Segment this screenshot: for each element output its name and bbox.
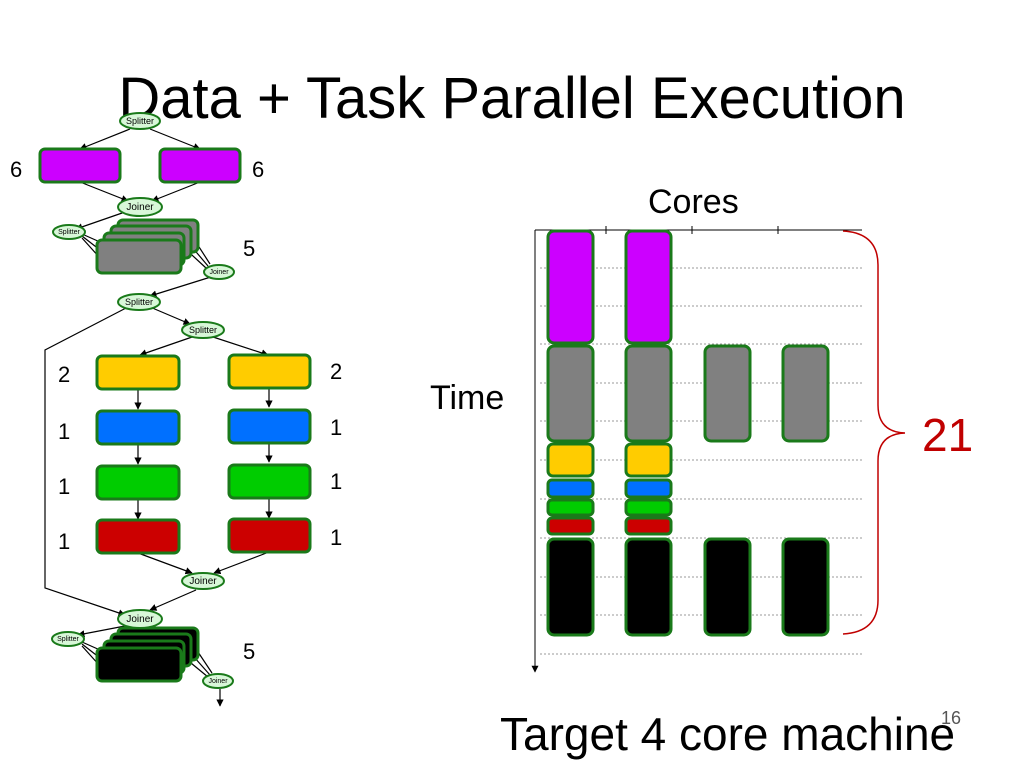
- page-number: 16: [941, 708, 962, 728]
- slot-core3-black: [703, 537, 752, 637]
- filter-green-left: [95, 464, 181, 501]
- svg-text:Splitter: Splitter: [58, 229, 80, 236]
- joiner-node-1: Joiner: [117, 197, 163, 217]
- weight-yellow-right: 2: [330, 359, 343, 384]
- splitter-node-black: Splitter: [51, 631, 85, 647]
- svg-text:Splitter: Splitter: [189, 325, 217, 335]
- slot-core1-black: [546, 537, 595, 637]
- weight-blue-left: 1: [58, 419, 71, 444]
- time-axis-label: Time: [430, 379, 505, 417]
- slot-core3-gray: [703, 344, 752, 443]
- slot-core2-yellow: [624, 442, 673, 478]
- weight-green-right: 1: [330, 469, 343, 494]
- slot-core1-purple: [546, 229, 595, 345]
- svg-text:Joiner: Joiner: [126, 202, 154, 213]
- weight-purple-left: 6: [10, 157, 23, 182]
- weight-yellow-left: 2: [58, 362, 71, 387]
- filter-yellow-left: [95, 354, 181, 391]
- filter-blue-left: [95, 409, 181, 446]
- svg-text:Joiner: Joiner: [189, 576, 217, 587]
- filter-blue-right: [227, 408, 312, 445]
- weight-red-right: 1: [330, 525, 343, 550]
- slot-core2-green: [624, 498, 673, 517]
- slot-core1-green: [546, 498, 595, 517]
- slot-core1-red: [546, 516, 595, 536]
- splitter-node-top: Splitter: [119, 112, 161, 130]
- total-time-brace: [842, 230, 906, 635]
- slot-core2-blue: [624, 478, 673, 499]
- slide-title: Data + Task Parallel Execution: [118, 66, 906, 131]
- filter-green-right: [227, 463, 312, 500]
- svg-text:Joiner: Joiner: [208, 678, 228, 685]
- slot-core1-blue: [546, 478, 595, 499]
- weight-blue-right: 1: [330, 415, 343, 440]
- slot-core2-gray: [624, 344, 673, 443]
- weight-purple-right: 6: [252, 157, 265, 182]
- weight-red-left: 1: [58, 529, 71, 554]
- slot-core2-red: [624, 516, 673, 536]
- splitter-node-2: Splitter: [117, 293, 161, 311]
- splitter-node-gray: Splitter: [52, 224, 86, 240]
- filter-red-left: [95, 518, 181, 555]
- filter-yellow-right: [227, 353, 312, 390]
- filter-purple-left: [38, 147, 122, 184]
- cores-axis-label: Cores: [648, 183, 739, 221]
- slot-core2-black: [624, 537, 673, 637]
- svg-text:Splitter: Splitter: [125, 297, 153, 307]
- slot-core4-black: [781, 537, 830, 637]
- svg-text:Splitter: Splitter: [126, 116, 154, 126]
- joiner-node-3: Joiner: [117, 609, 163, 629]
- weight-gray-group: 5: [243, 236, 256, 261]
- slot-core1-gray: [546, 344, 595, 443]
- slot-core2-purple: [624, 229, 673, 345]
- svg-text:Joiner: Joiner: [209, 269, 229, 276]
- filter-red-right: [227, 517, 312, 554]
- svg-text:Joiner: Joiner: [126, 614, 154, 625]
- slot-core1-yellow: [546, 442, 595, 478]
- svg-text:Splitter: Splitter: [57, 636, 79, 643]
- joiner-node-2: Joiner: [181, 572, 225, 590]
- weight-green-left: 1: [58, 474, 71, 499]
- slide-subtitle: Target 4 core machine: [500, 708, 956, 760]
- slot-core4-gray: [781, 344, 830, 443]
- total-time-value: 21: [922, 409, 974, 461]
- weight-black-group: 5: [243, 639, 256, 664]
- filter-gray-stack: [95, 218, 200, 275]
- splitter-node-3: Splitter: [181, 321, 225, 339]
- filter-black-stack: [95, 626, 200, 683]
- joiner-node-gray: Joiner: [203, 264, 235, 280]
- joiner-node-black: Joiner: [202, 673, 234, 689]
- filter-purple-right: [158, 147, 242, 184]
